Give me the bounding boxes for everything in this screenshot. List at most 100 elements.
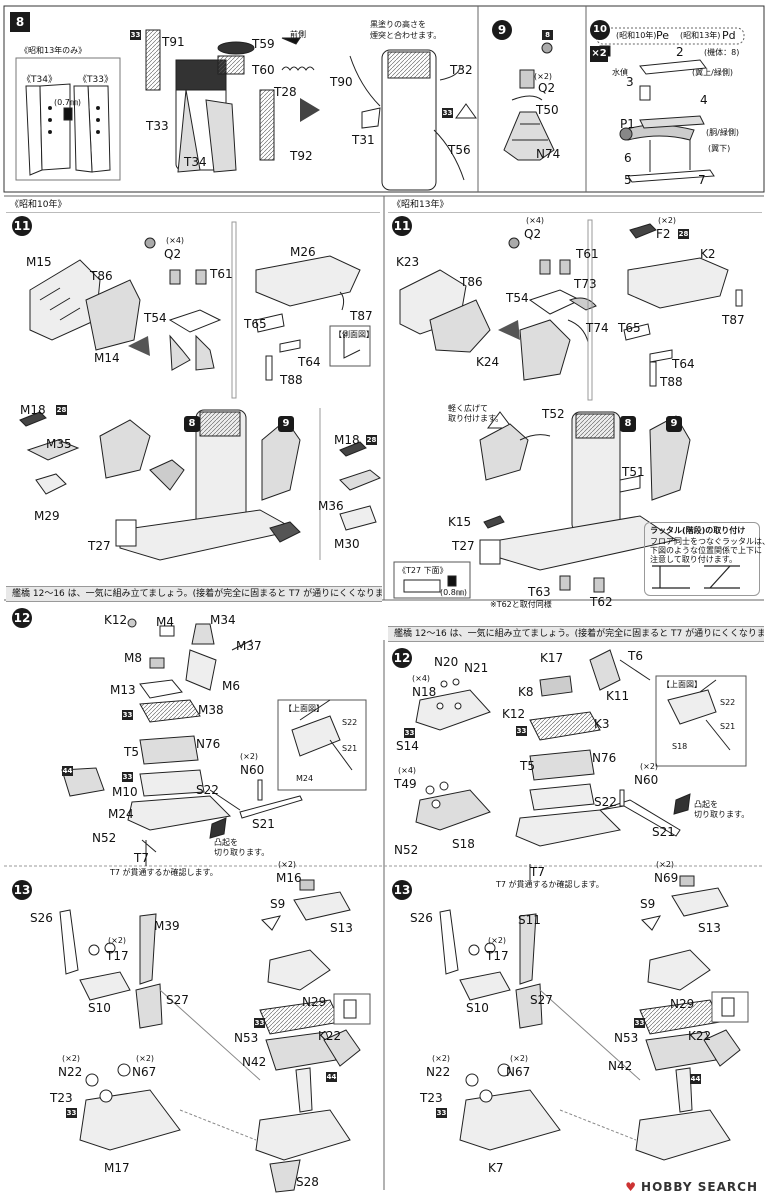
part-label: M37 [236,639,262,653]
step-8-note: 黒塗りの高さを [370,20,426,29]
part-label: T87 [722,313,745,327]
part-label: S18 [452,837,475,851]
watermark-text: HOBBY SEARCH [641,1180,758,1194]
part-label: T23 [420,1091,443,1105]
part-label: T33 [146,119,169,133]
part-label: N18 [412,685,437,699]
part-label: M24 [296,774,314,783]
part-label: T27 [452,539,475,553]
quantity-label: (×2) [656,860,675,869]
part-label: T54 [506,291,529,305]
paint-code-badge: 28 [678,229,689,239]
side-view-label: 【側面図】 [334,330,374,339]
part-label: M18 [20,403,46,417]
quantity-label: (×2) [108,936,127,945]
step-11b-number: 11 [392,216,412,236]
paint-code-badge: 28 [56,405,67,415]
step-ref-9: 9 [278,416,294,432]
quantity-label: (×2) [658,216,677,225]
variant-b-part: Pd [722,29,736,42]
cut-note: 凸起を [214,838,238,847]
part-label: M39 [154,919,180,933]
paint-code-badge: 33 [516,726,527,736]
part-label: K23 [396,255,420,269]
part-label: T92 [290,149,313,163]
part-label: S22 [720,698,736,707]
part-label: M24 [108,807,134,821]
check-note: T7 が貫通するか確認します。 [110,868,218,877]
quantity-label: (×2) [534,72,553,81]
part-label: N74 [536,147,561,161]
part-label: S14 [396,739,419,753]
subpart-note: (胴/緑側) [706,128,739,137]
part-label: S9 [640,897,656,911]
part-label: T61 [210,267,233,281]
part-label: T52 [542,407,565,421]
quantity-badge: ×2 [590,46,608,62]
t62-note: ※T62と取付同様 [490,600,552,609]
part-label: S27 [530,993,553,1007]
part-label: N67 [506,1065,531,1079]
part-label: S18 [672,742,688,751]
step-11b-header: 《昭和13年》 [388,198,762,213]
quantity-label: (×4) [166,236,185,245]
part-label: M15 [26,255,52,269]
part-label: T65 [618,321,641,335]
part-label: 5 [624,173,632,187]
part-label: T7 [530,865,545,879]
part-label: N29 [302,995,327,1009]
part-label: N42 [242,1055,267,1069]
part-label: M36 [318,499,344,513]
part-label: M8 [124,651,142,665]
part-label: S21 [342,744,358,753]
part-label: S21 [720,722,736,731]
part-label: N52 [394,843,419,857]
cut-note: 切り取ります。 [694,810,750,819]
t33-variant-label: 《T33》 [78,75,113,85]
part-label: M26 [290,245,316,259]
part-label: T54 [144,311,167,325]
paint-code-badge: 33 [66,1108,77,1118]
paint-code-badge: 44 [62,766,73,776]
part-label: T5 [124,745,139,759]
part-label: N60 [634,773,659,787]
part-label: T65 [244,317,267,331]
step-8-number: 8 [10,12,30,32]
part-label: S27 [166,993,189,1007]
ladder-note-text: 下図のような位置関係で上下に [650,546,762,555]
part-label: S28 [296,1175,319,1189]
quantity-label: (×4) [398,766,417,775]
step-13a-number: 13 [12,880,32,900]
paint-code-badge: 28 [366,435,377,445]
step-9-number: 9 [492,20,512,40]
step-8-variant-label: 《昭和13年のみ》 [20,46,87,55]
part-label: T86 [460,275,483,289]
t34-variant-label: 《T34》 [22,75,57,85]
part-label: T91 [162,35,185,49]
drill-size-label: (0.8㎜) [440,588,467,597]
part-label: N76 [196,737,221,751]
part-label: N42 [608,1059,633,1073]
part-label: M6 [222,679,240,693]
part-label: S10 [466,1001,489,1015]
ladder-note-text: 注意して取り付けます。 [650,555,737,564]
paint-code-badge: 33 [436,1108,447,1118]
step-ref-8: 8 [620,416,636,432]
part-label: 3 [626,75,634,89]
part-label: N53 [614,1031,639,1045]
t27-underside-label: 《T27 下面》 [398,566,448,575]
part-label: T86 [90,269,113,283]
part-label: M16 [276,871,302,885]
drill-size-label: (0.7㎜) [54,98,81,107]
part-label: M34 [210,613,236,627]
top-view-label: 【上面図】 [284,704,324,713]
part-label: M17 [104,1161,130,1175]
part-label: S13 [330,921,353,935]
quantity-label: (×2) [136,1054,155,1063]
paint-code-badge: 33 [634,1018,645,1028]
part-label: N76 [592,751,617,765]
forward-direction-label: 前側 [290,30,306,39]
part-label: K22 [688,1029,712,1043]
quantity-label: (×2) [432,1054,451,1063]
